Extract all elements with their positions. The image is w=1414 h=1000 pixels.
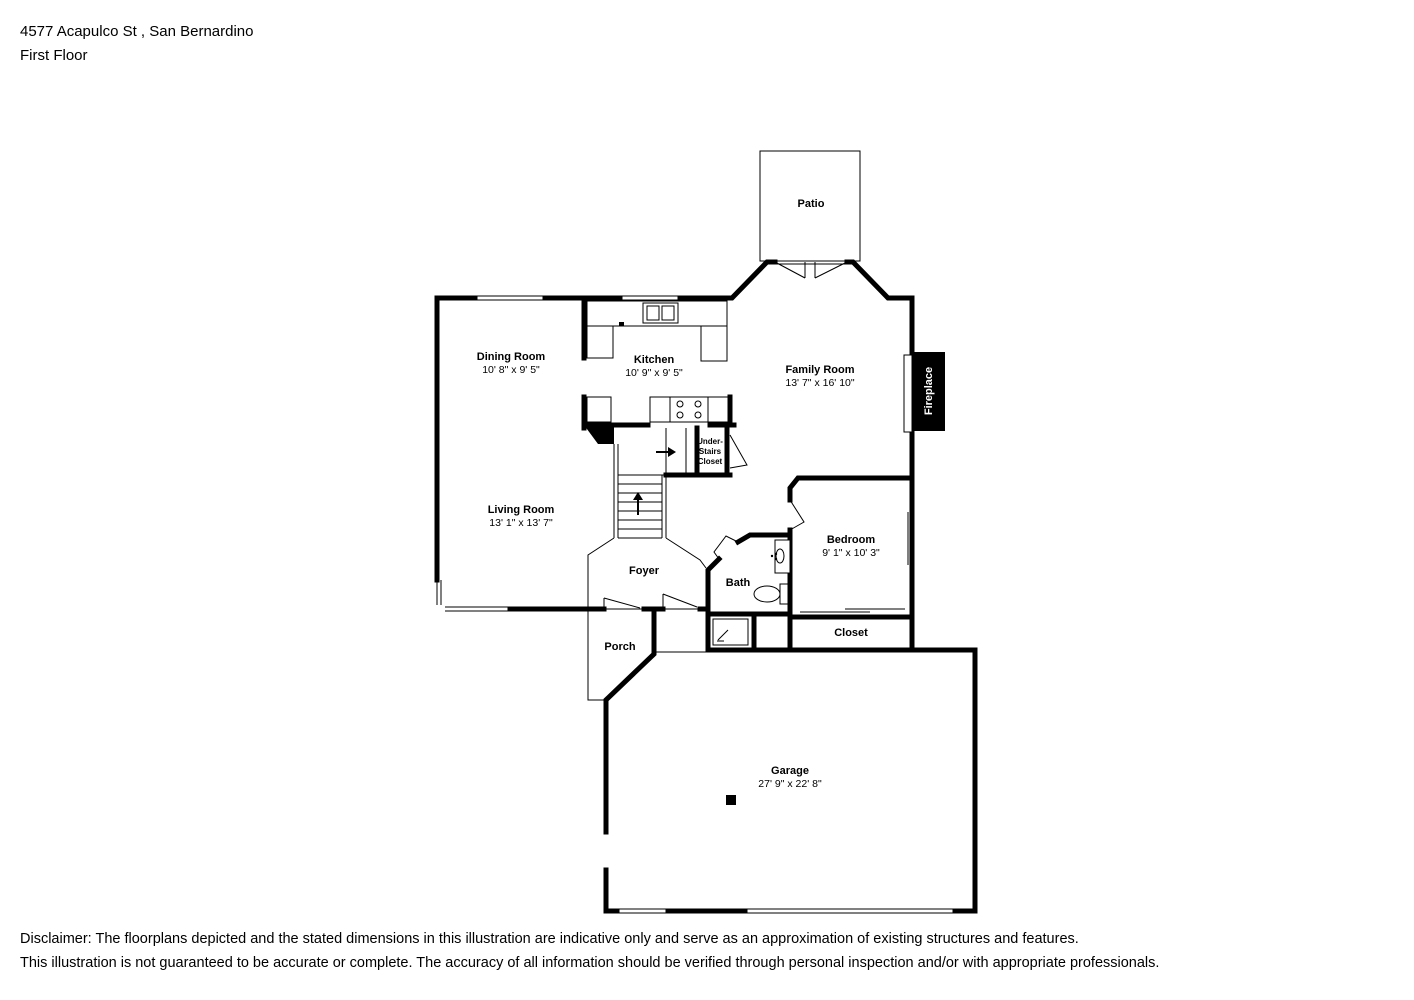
living-room-label: Living Room <box>488 504 555 516</box>
bath-fixtures <box>712 539 791 646</box>
family-room-label: Family Room <box>785 364 854 376</box>
fireplace-hearth <box>903 354 913 433</box>
disclaimer-line-2: This illustration is not guaranteed to b… <box>20 955 1160 971</box>
patio-label: Patio <box>798 198 825 210</box>
dining-room-dims: 10' 8" x 9' 5" <box>482 364 540 376</box>
porch-label: Porch <box>604 641 635 653</box>
dining-room-label: Dining Room <box>477 351 546 363</box>
fireplace-block <box>912 352 945 431</box>
disclaimer-line-1: Disclaimer: The floorplans depicted and … <box>20 931 1079 947</box>
closet-label: Closet <box>834 627 868 639</box>
fireplace-label: Fireplace <box>923 367 935 415</box>
living-room-dims: 13' 1" x 13' 7" <box>489 517 553 529</box>
understairs-label-2: Stairs <box>699 447 722 456</box>
closet-doors <box>800 608 905 613</box>
understairs-label-1: Under- <box>697 437 723 446</box>
staircase <box>613 428 687 539</box>
foyer-label: Foyer <box>629 565 660 577</box>
foyer-outline <box>587 537 615 609</box>
patio-doors <box>774 261 848 279</box>
floor-label: First Floor <box>20 47 88 64</box>
windows <box>436 295 955 914</box>
bedroom-dims: 9' 1" x 10' 3" <box>822 547 880 559</box>
bath-label: Bath <box>726 577 751 589</box>
patio-outline <box>759 150 861 262</box>
porch-outline <box>587 609 606 701</box>
family-room-dims: 13' 7" x 16' 10" <box>785 377 855 389</box>
address-title: 4577 Acapulco St , San Bernardino <box>20 23 254 40</box>
bedroom-label: Bedroom <box>827 534 876 546</box>
kitchen-label: Kitchen <box>634 354 675 366</box>
garage-label: Garage <box>771 765 809 777</box>
understairs-label-3: Closet <box>698 457 723 466</box>
kitchen-fixtures <box>584 300 729 444</box>
kitchen-dims: 10' 9" x 9' 5" <box>625 367 683 379</box>
garage-dims: 27' 9" x 22' 8" <box>758 778 822 790</box>
garage-post <box>726 795 736 805</box>
entry-doors <box>603 593 700 610</box>
